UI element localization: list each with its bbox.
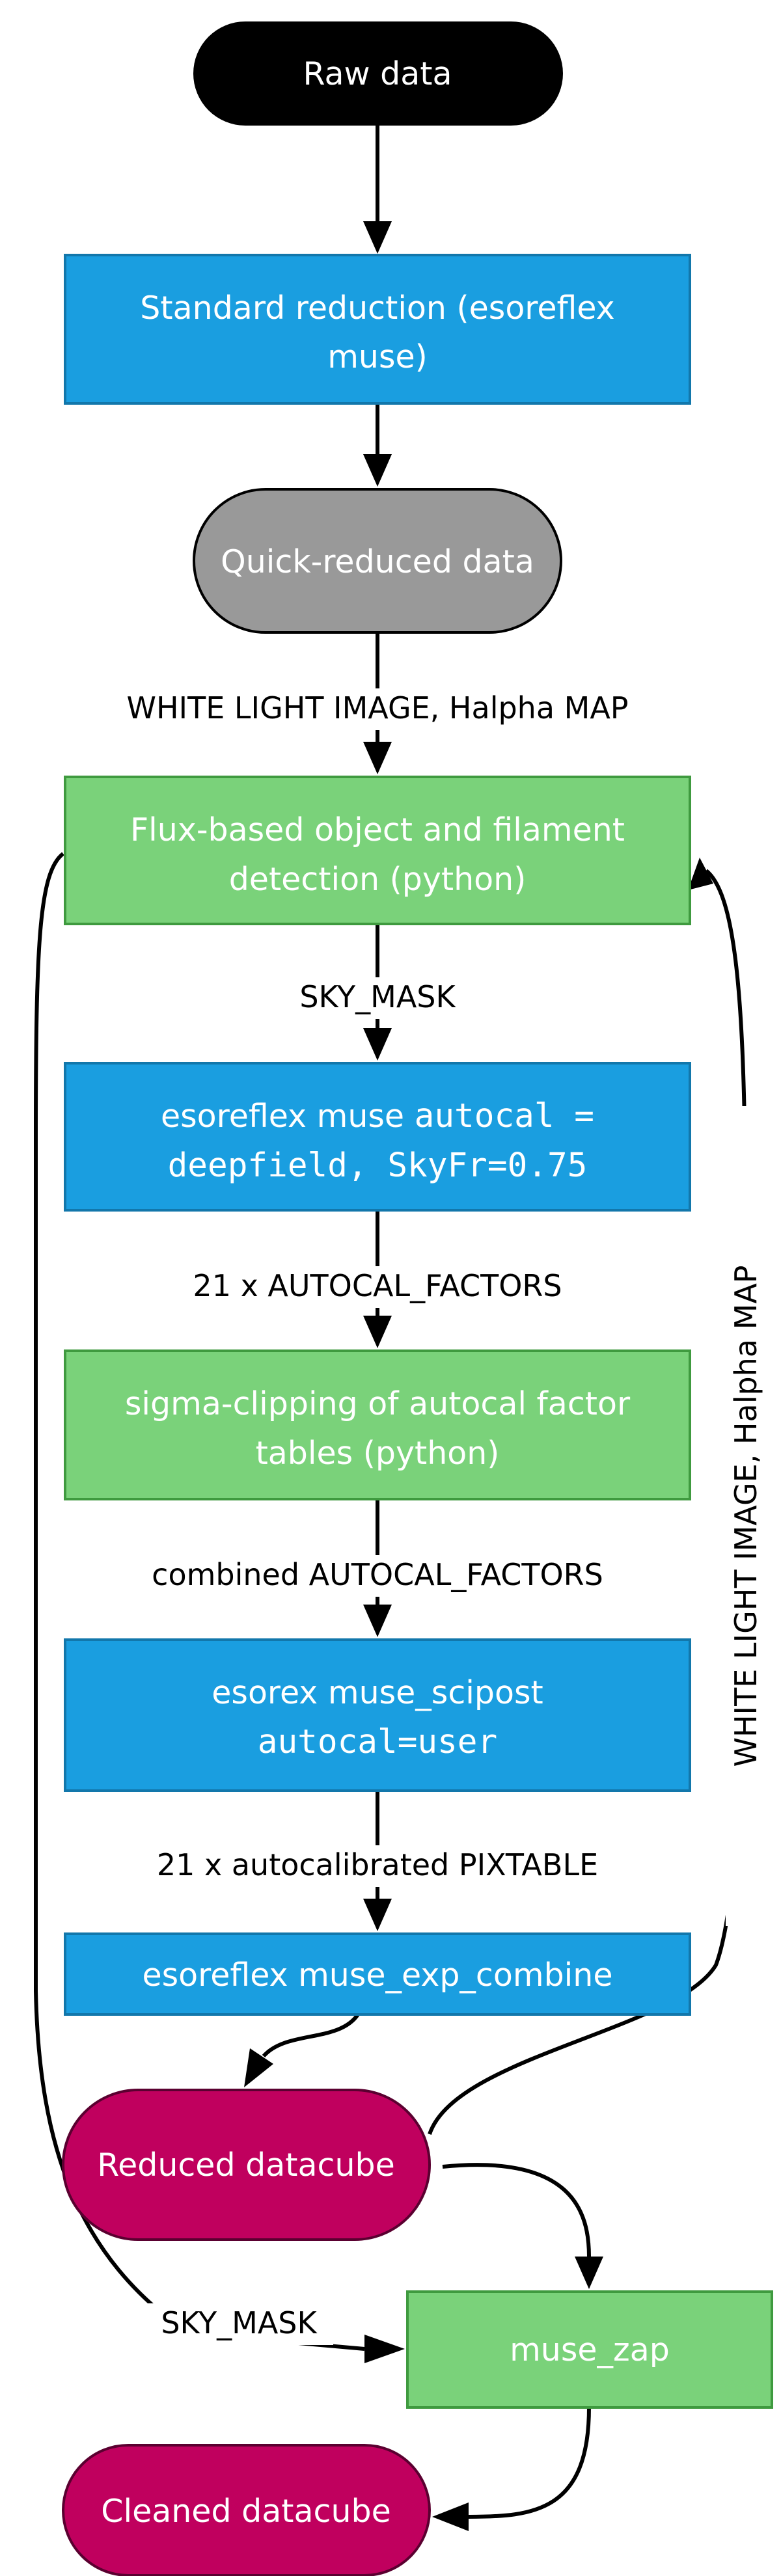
node-label: Reduced datacube (97, 2147, 395, 2184)
edge-label-feedback-white-light: WHITE LIGHT IMAGE, Halpha MAP (728, 1265, 763, 1767)
edge-reduced-to-zap (442, 2163, 591, 2257)
node-muse-zap: muse_zap (406, 2290, 773, 2409)
node-label-line1: Flux-based object and filament (130, 811, 625, 848)
edge-label-white-light-halpha: WHITE LIGHT IMAGE, Halpha MAP (126, 690, 628, 725)
node-object-detection: Flux-based object and filament detection… (64, 776, 691, 925)
edge-combine-to-reduced (262, 2013, 360, 2058)
arrowhead (363, 221, 392, 254)
arrowhead (364, 2335, 405, 2363)
node-label-code: autocal = (415, 1097, 594, 1135)
arrowhead (363, 1028, 392, 1061)
edge-label-pixtable: 21 x autocalibrated PIXTABLE (157, 1847, 598, 1882)
node-label-line2-code: autocal=user (258, 1723, 497, 1761)
node-raw-data: Raw data (193, 21, 563, 126)
edge-labels: WHITE LIGHT IMAGE, Halpha MAP SKY_MASK 2… (81, 688, 767, 2345)
node-sigma-clipping: sigma-clipping of autocal factor tables … (64, 1349, 691, 1500)
node-exp-combine: esoreflex muse_exp_combine (64, 1932, 691, 2016)
edge-label-sky-mask: SKY_MASK (299, 979, 456, 1014)
node-label-line2: detection (python) (229, 861, 527, 898)
node-label-text: esoreflex muse (161, 1098, 415, 1135)
node-label: Cleaned datacube (101, 2493, 391, 2530)
node-quick-reduced-data: Quick-reduced data (193, 488, 562, 634)
arrowhead (688, 858, 713, 890)
node-label-line1: esorex muse_scipost (212, 1674, 543, 1711)
arrowhead (363, 1605, 392, 1637)
node-label-line1: Standard reduction (esoreflex (140, 290, 614, 327)
arrowhead (363, 742, 392, 774)
edge-label-autocal-factors: 21 x AUTOCAL_FACTORS (193, 1268, 562, 1303)
node-label: esoreflex muse_exp_combine (142, 1957, 612, 1994)
edge-label-sky-mask-zap: SKY_MASK (161, 2305, 318, 2340)
node-reduced-datacube: Reduced datacube (62, 2089, 431, 2241)
arrowhead (363, 1899, 392, 1931)
node-standard-reduction: Standard reduction (esoreflex muse) (64, 254, 691, 405)
node-cleaned-datacube: Cleaned datacube (62, 2444, 431, 2576)
node-label-line1: sigma-clipping of autocal factor (125, 1385, 631, 1422)
node-label-line2-code: deepfield, SkyFr=0.75 (168, 1146, 588, 1185)
arrowhead (363, 1316, 392, 1348)
node-esoreflex-autocal: esoreflex muse autocal = deepfield, SkyF… (64, 1062, 691, 1212)
node-esorex-scipost: esorex muse_scipost autocal=user (64, 1638, 691, 1792)
node-label-line2: tables (python) (256, 1435, 500, 1472)
edges (34, 125, 748, 2531)
arrowhead (363, 454, 392, 487)
arrowhead (432, 2502, 469, 2531)
arrowhead (575, 2257, 603, 2289)
node-label: Raw data (303, 55, 452, 92)
node-label: muse_zap (510, 2331, 670, 2368)
arrowhead (244, 2048, 273, 2087)
node-label-line1: esoreflex muse autocal = (161, 1097, 594, 1135)
node-label-line2: muse) (327, 338, 428, 375)
edge-label-combined-autocal: combined AUTOCAL_FACTORS (152, 1557, 603, 1592)
edge-zap-to-cleaned (468, 2407, 591, 2519)
node-label: Quick-reduced data (221, 543, 534, 580)
edge-detection-to-zap-sky-mask (34, 852, 365, 2351)
